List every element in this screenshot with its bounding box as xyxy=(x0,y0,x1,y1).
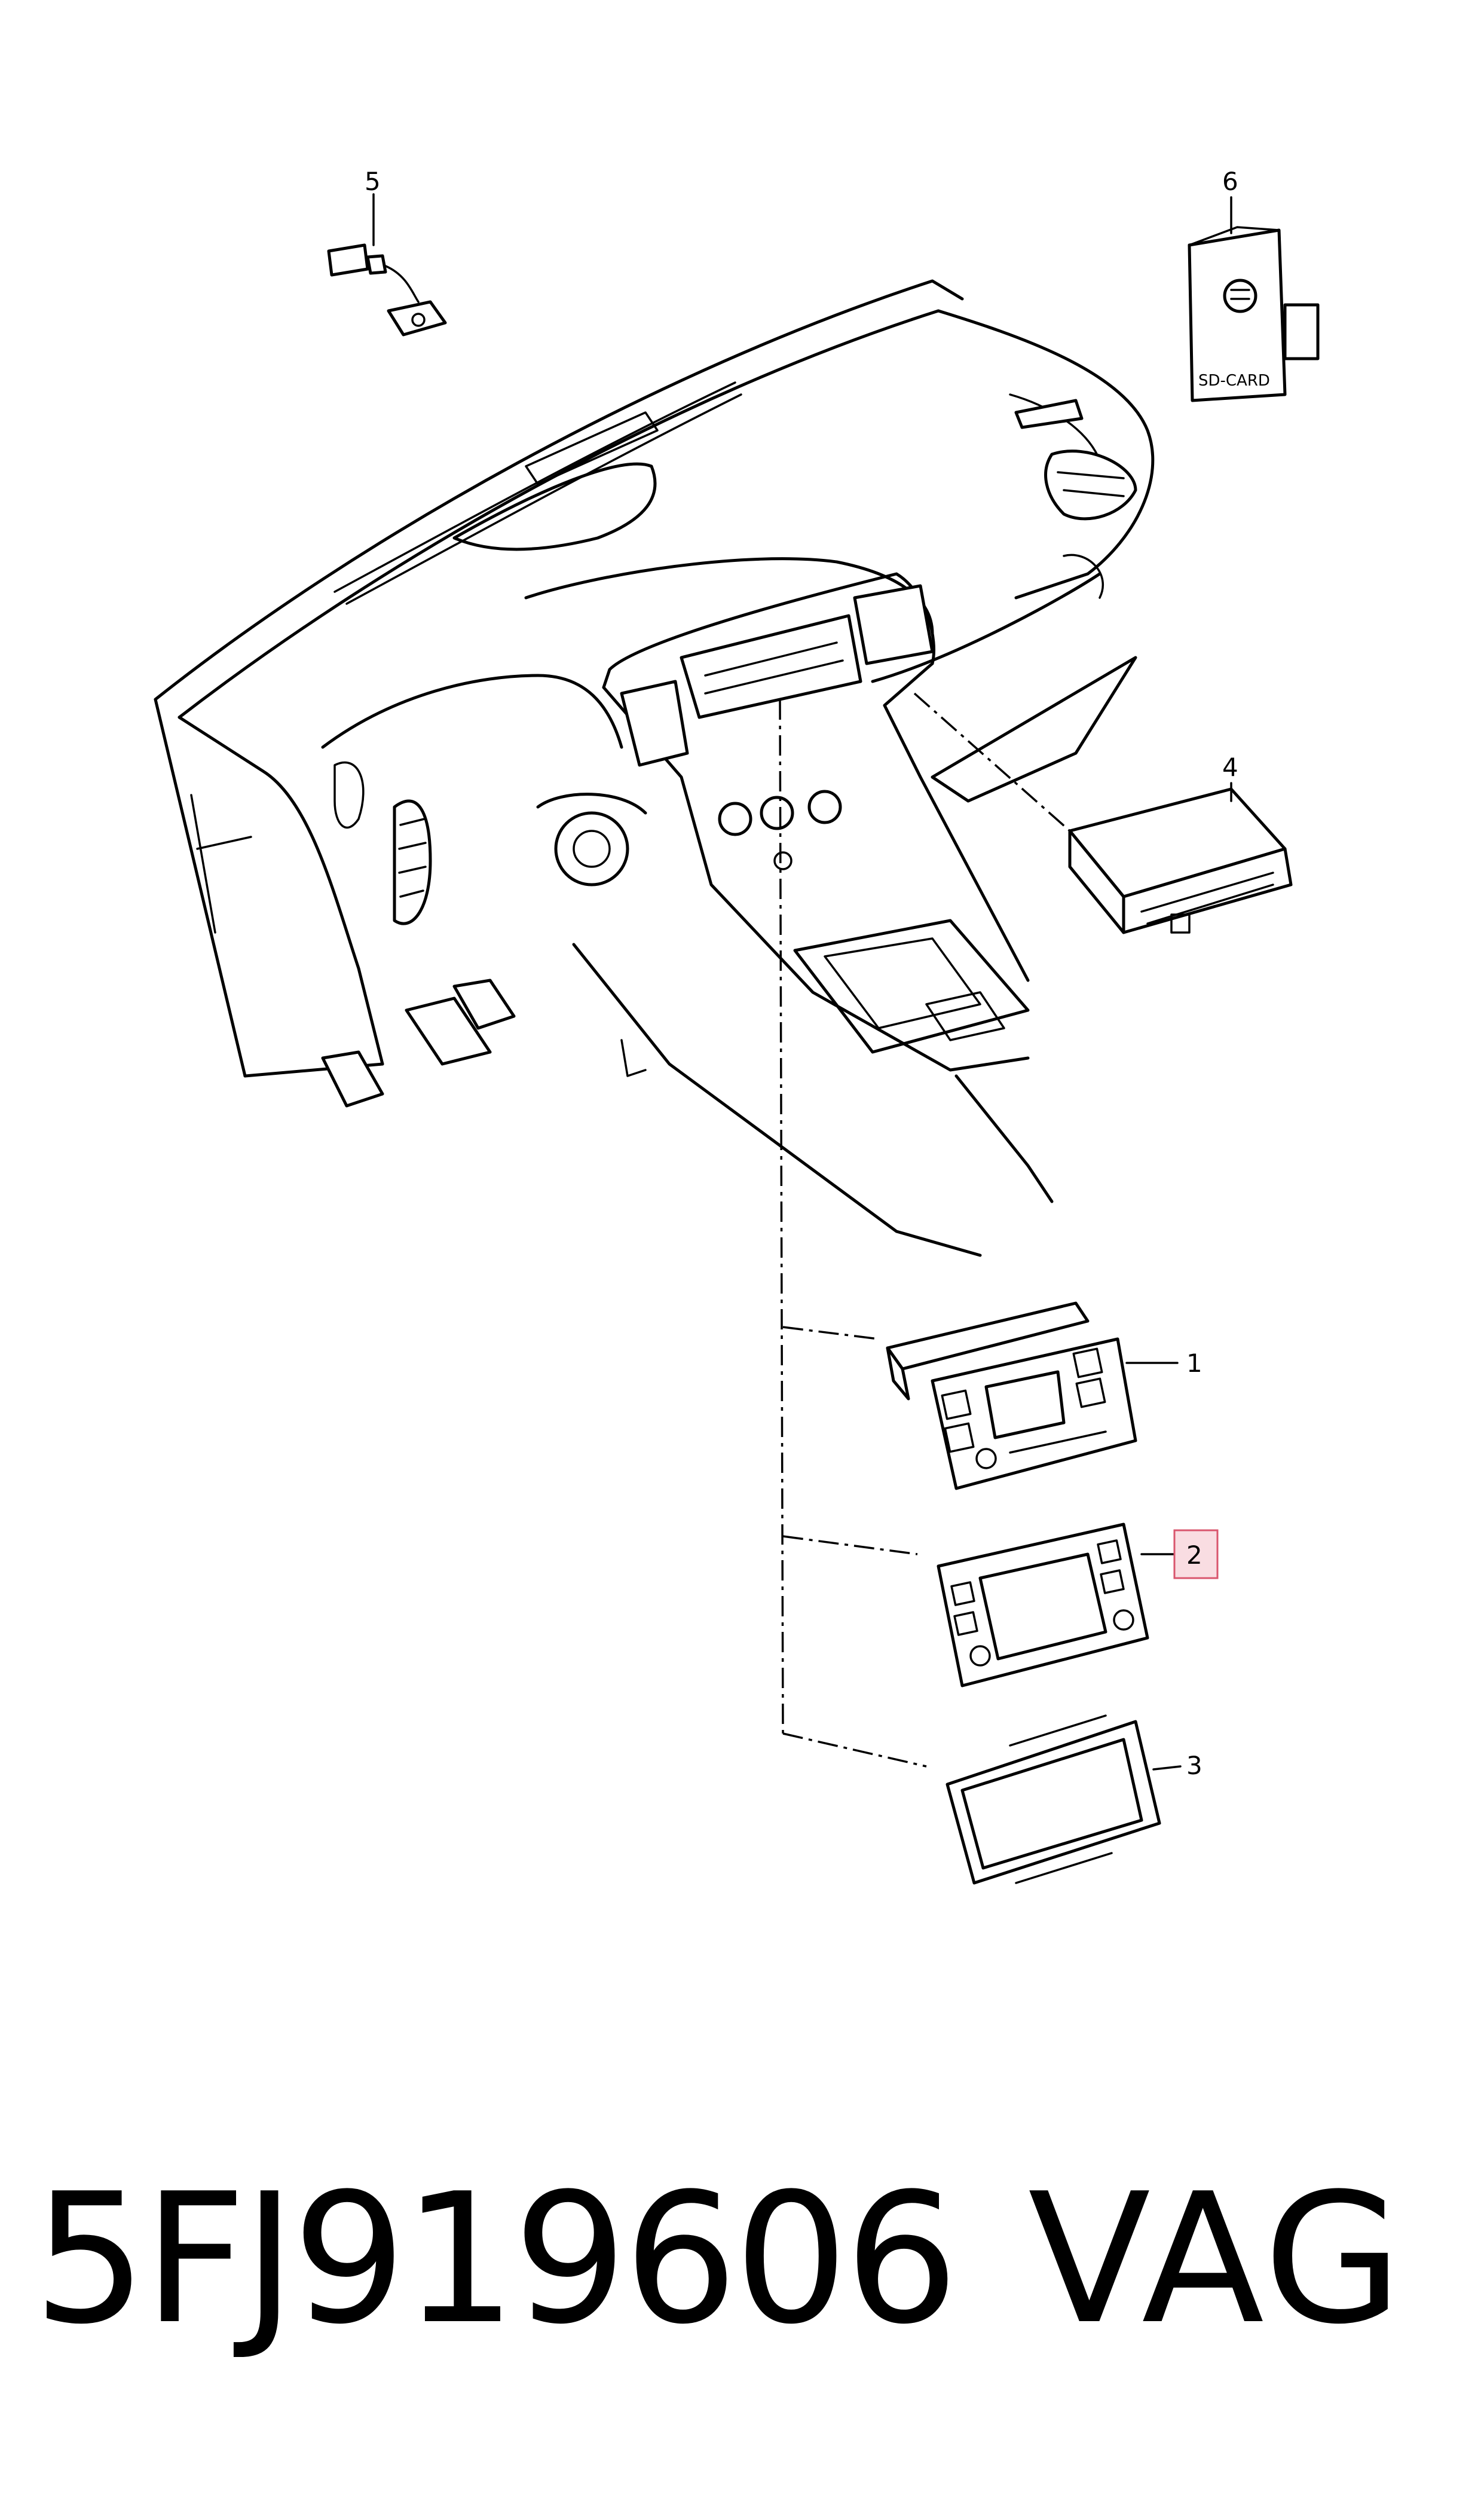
callout-6: 6 xyxy=(1222,167,1238,196)
callout-2: 2 xyxy=(1186,1540,1203,1570)
brand-label: VAG xyxy=(1028,2155,1405,2364)
leader-lines xyxy=(779,692,1071,1768)
sd-card-label: SD-CARD xyxy=(1198,372,1270,390)
callout-2-highlight xyxy=(1173,1529,1219,1579)
part-number: 5FJ919606 xyxy=(33,2155,959,2364)
part-6-sd-card: SD-CARD xyxy=(1188,226,1320,402)
exploded-parts-diagram: SD-CARD 5 6 4 1 2 3 xyxy=(154,167,1320,1885)
part-4-navigation-module xyxy=(1068,787,1293,934)
callout-5: 5 xyxy=(365,167,381,196)
dashboard-assembly xyxy=(154,279,1155,1257)
callout-4: 4 xyxy=(1222,753,1238,782)
callout-leaders xyxy=(372,193,1232,1771)
part-5-cable-connector xyxy=(327,243,447,337)
callout-3: 3 xyxy=(1186,1751,1203,1780)
callout-labels: 5 6 4 1 2 3 xyxy=(365,167,1238,1780)
part-3-display-panel xyxy=(946,1714,1161,1885)
part-2-display-unit xyxy=(937,1523,1149,1687)
callout-1: 1 xyxy=(1186,1349,1203,1378)
part-1-radio-unit xyxy=(886,1301,1137,1490)
